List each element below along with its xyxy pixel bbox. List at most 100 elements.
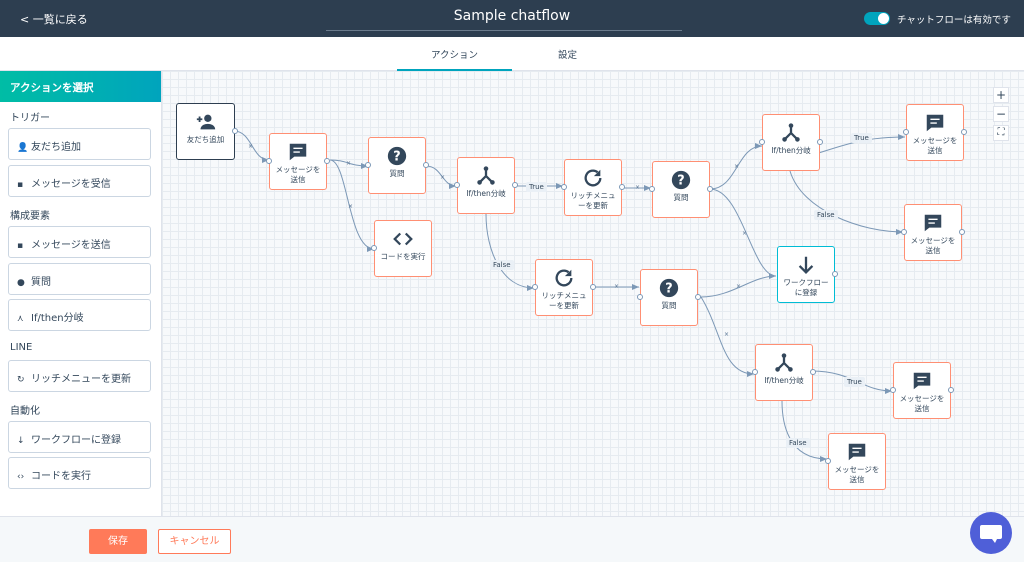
edge-label-true: True	[851, 133, 872, 143]
output-port[interactable]	[961, 129, 967, 135]
cancel-button[interactable]: キャンセル	[158, 529, 231, 554]
output-port[interactable]	[948, 387, 954, 393]
node-trigger-add-friend[interactable]: 友だち追加	[176, 103, 238, 160]
node-if-then[interactable]: If/then分岐	[454, 157, 518, 214]
input-port[interactable]	[649, 186, 655, 192]
node-question[interactable]: ? 質問	[637, 269, 701, 326]
add-user-icon	[196, 114, 215, 130]
node-if-then[interactable]: If/then分岐	[752, 344, 816, 401]
edge-delete-icon[interactable]: ×	[724, 331, 730, 338]
sidebar-item-if-then[interactable]: ⋏ If/then分岐	[8, 299, 151, 331]
edge-delete-icon[interactable]: ×	[346, 160, 352, 167]
code-icon	[393, 232, 413, 246]
input-port[interactable]	[901, 229, 907, 235]
edge-delete-icon[interactable]: ×	[248, 143, 254, 150]
refresh-icon: ↻	[17, 375, 25, 385]
node-label: 質問	[389, 169, 405, 178]
edge-label-false: False	[786, 438, 810, 448]
message-icon	[913, 372, 931, 390]
output-port[interactable]	[810, 369, 816, 375]
chat-launcher-button[interactable]	[970, 512, 1012, 554]
edge-delete-icon[interactable]: ×	[635, 184, 641, 191]
message-icon	[848, 443, 866, 461]
output-port[interactable]	[832, 271, 838, 277]
message-icon: ▪	[17, 241, 24, 251]
node-label: 友だち追加	[186, 135, 225, 144]
sidebar-item-workflow[interactable]: ↓ワークフローに登録	[8, 421, 151, 453]
edge-delete-icon[interactable]: ×	[742, 230, 748, 237]
sidebar-item-receive-message[interactable]: ▪メッセージを受信	[8, 165, 151, 197]
chatflow-active-toggle[interactable]	[864, 12, 890, 25]
node-question[interactable]: ? 質問	[365, 137, 429, 194]
node-send-message[interactable]: メッセージを送信	[903, 104, 967, 161]
flow-edges	[233, 130, 906, 462]
tab-settings[interactable]: 設定	[558, 50, 578, 61]
node-label: 質問	[661, 301, 677, 310]
output-port[interactable]	[423, 162, 429, 168]
back-to-list-link[interactable]: < 一覧に戻る	[20, 13, 88, 26]
save-button[interactable]: 保存	[89, 529, 147, 554]
sidebar-item-question[interactable]: ●質問	[8, 263, 151, 295]
output-port[interactable]	[512, 182, 518, 188]
output-port[interactable]	[695, 294, 701, 300]
input-port[interactable]	[637, 294, 643, 300]
node-update-rich-menu[interactable]: リッチメニューを更新	[561, 159, 625, 216]
output-port[interactable]	[959, 229, 965, 235]
input-port[interactable]	[532, 284, 538, 290]
fit-view-button[interactable]: ⛶	[993, 125, 1009, 141]
input-port[interactable]	[903, 129, 909, 135]
node-question[interactable]: ? 質問	[649, 161, 713, 218]
input-port[interactable]	[890, 387, 896, 393]
node-send-message[interactable]: メッセージを送信	[901, 204, 965, 261]
message-icon: ▪	[17, 180, 24, 190]
output-port[interactable]	[817, 139, 823, 145]
node-update-rich-menu[interactable]: リッチメニューを更新	[532, 259, 596, 316]
sidebar-item-label: If/then分岐	[31, 313, 84, 324]
chat-bubble-icon	[980, 525, 1002, 543]
sidebar-heading: アクションを選択	[0, 71, 161, 102]
sidebar-item-label: リッチメニューを更新	[31, 374, 131, 385]
arrow-down-icon	[798, 256, 814, 274]
branch-icon: ⋏	[17, 314, 24, 324]
node-send-message[interactable]: メッセージを送信	[825, 433, 886, 490]
flow-canvas[interactable]: × × × × × × × × × × True False True Fals…	[162, 71, 1024, 516]
node-enroll-workflow[interactable]: ワークフローに登録	[777, 246, 838, 303]
zoom-out-button[interactable]: −	[993, 106, 1009, 122]
sidebar-item-send-message[interactable]: ▪メッセージを送信	[8, 226, 151, 258]
question-icon: ●	[17, 278, 25, 288]
tab-bar: アクション 設定	[0, 37, 1024, 71]
code-icon: ‹›	[17, 472, 25, 482]
output-port[interactable]	[590, 284, 596, 290]
node-send-message[interactable]: メッセージを送信	[890, 362, 954, 419]
node-if-then[interactable]: If/then分岐	[759, 114, 823, 171]
question-icon: ?	[387, 146, 407, 166]
input-port[interactable]	[266, 158, 272, 164]
input-port[interactable]	[371, 245, 377, 251]
node-run-code[interactable]: コードを実行	[371, 220, 432, 277]
sidebar-item-label: コードを実行	[31, 471, 91, 482]
edge-delete-icon[interactable]: ×	[348, 203, 354, 210]
svg-text:?: ?	[393, 150, 400, 165]
edge-delete-icon[interactable]: ×	[734, 163, 740, 170]
sidebar-item-run-code[interactable]: ‹› コードを実行	[8, 457, 151, 489]
input-port[interactable]	[561, 184, 567, 190]
output-port[interactable]	[324, 158, 330, 164]
input-port[interactable]	[825, 458, 831, 464]
page-title[interactable]: Sample chatflow	[453, 8, 571, 24]
input-port[interactable]	[365, 162, 371, 168]
sidebar-item-add-friend[interactable]: 👤友だち追加	[8, 128, 151, 160]
output-port[interactable]	[232, 128, 238, 134]
edge-delete-icon[interactable]: ×	[736, 283, 742, 290]
node-send-message[interactable]: メッセージを送信	[266, 133, 330, 190]
zoom-in-button[interactable]: +	[993, 87, 1009, 103]
svg-text:?: ?	[677, 174, 684, 189]
input-port[interactable]	[759, 139, 765, 145]
input-port[interactable]	[454, 182, 460, 188]
output-port[interactable]	[707, 186, 713, 192]
edge-delete-icon[interactable]: ×	[440, 174, 446, 181]
sidebar-item-rich-menu[interactable]: ↻ リッチメニューを更新	[8, 360, 151, 392]
edge-delete-icon[interactable]: ×	[614, 283, 620, 290]
output-port[interactable]	[619, 184, 625, 190]
tab-actions[interactable]: アクション	[397, 47, 512, 71]
input-port[interactable]	[752, 369, 758, 375]
